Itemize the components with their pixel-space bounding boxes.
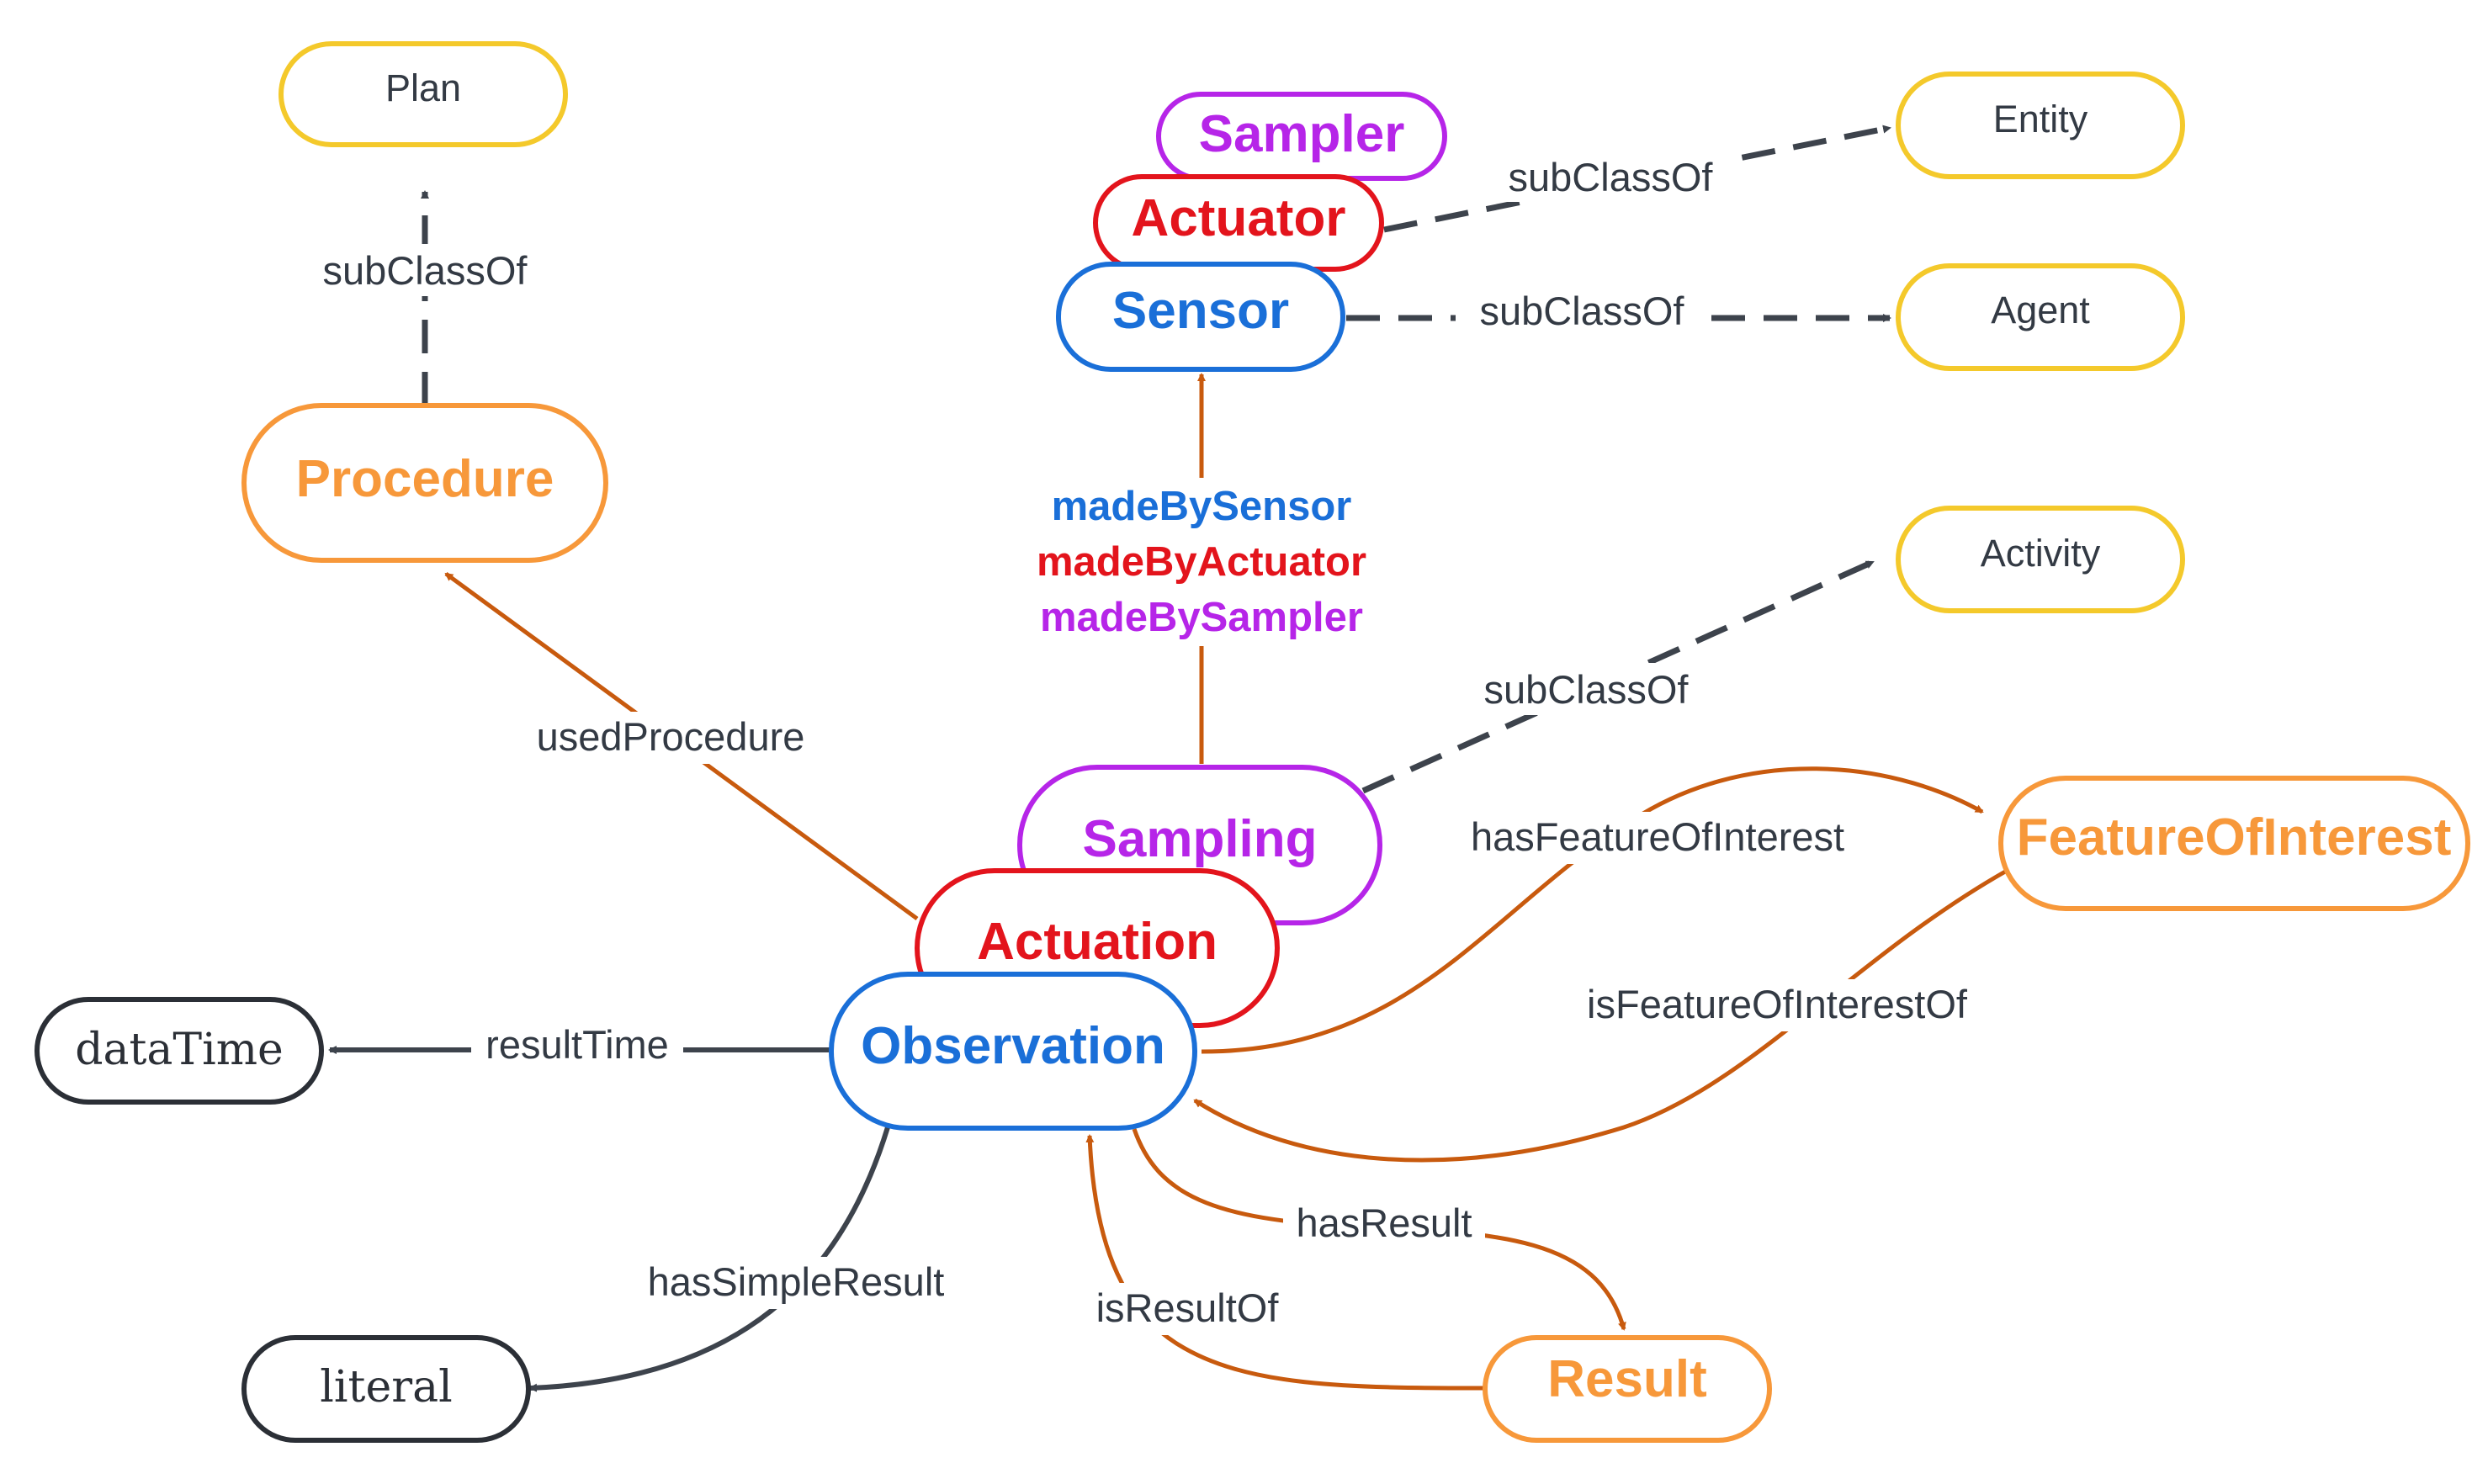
node-entity-label: Entity [1993, 98, 2088, 140]
edge-result-observation [1085, 1134, 1486, 1391]
node-feature-of-interest[interactable]: FeatureOfInterest [1998, 776, 2470, 911]
edge-observation-literal [528, 1126, 890, 1392]
node-procedure-label: Procedure [296, 450, 554, 508]
node-literal[interactable]: literal [241, 1335, 531, 1443]
node-datatime[interactable]: dataTime [34, 997, 324, 1105]
node-literal-label: literal [320, 1362, 452, 1412]
node-sensor[interactable]: Sensor [1056, 262, 1345, 372]
label-has-result: hasResult [1297, 1200, 1472, 1245]
label-has-feature-of-interest: hasFeatureOfInterest [1471, 814, 1844, 859]
node-observation-label: Observation [861, 1017, 1165, 1075]
node-actuation-label: Actuation [977, 913, 1217, 971]
label-is-result-of: isResultOf [1096, 1285, 1280, 1330]
label-used-procedure: usedProcedure [537, 714, 805, 759]
label-agent-subclass: subClassOf [1480, 289, 1685, 333]
node-actuator-label: Actuator [1132, 189, 1346, 247]
node-entity[interactable]: Entity [1896, 72, 2185, 179]
node-plan[interactable]: Plan [279, 41, 568, 147]
node-feature-of-interest-label: FeatureOfInterest [2017, 808, 2452, 867]
edge-foi-observation [1193, 868, 2008, 1163]
node-agent[interactable]: Agent [1896, 263, 2185, 371]
node-result[interactable]: Result [1483, 1335, 1772, 1443]
node-activity-label: Activity [1981, 532, 2101, 575]
label-is-feature-of-interest-of: isFeatureOfInterestOf [1587, 982, 1968, 1026]
node-procedure[interactable]: Procedure [241, 403, 608, 563]
node-observation[interactable]: Observation [829, 972, 1197, 1131]
label-made-by-sensor: madeBySensor [1052, 484, 1352, 529]
node-sampling-label: Sampling [1082, 810, 1317, 868]
node-sampler[interactable]: Sampler [1156, 92, 1447, 181]
edge-actuator-entity [1383, 125, 1891, 233]
node-sensor-label: Sensor [1112, 282, 1289, 340]
label-entity-subclass: subClassOf [1509, 155, 1714, 199]
node-datatime-label: dataTime [75, 1025, 284, 1075]
node-actuator[interactable]: Actuator [1093, 174, 1384, 272]
node-activity[interactable]: Activity [1896, 506, 2185, 613]
label-made-by-sampler: madeBySampler [1040, 595, 1363, 640]
node-plan-label: Plan [385, 66, 461, 109]
node-result-label: Result [1547, 1350, 1706, 1408]
label-activity-subclass: subClassOf [1484, 667, 1690, 712]
label-has-simple-result: hasSimpleResult [648, 1259, 945, 1304]
label-plan-subclass: subClassOf [323, 248, 528, 293]
node-sampler-label: Sampler [1199, 105, 1405, 163]
label-made-by-actuator: madeByActuator [1037, 539, 1366, 585]
node-agent-label: Agent [1991, 289, 2090, 331]
label-result-time: resultTime [485, 1022, 669, 1067]
